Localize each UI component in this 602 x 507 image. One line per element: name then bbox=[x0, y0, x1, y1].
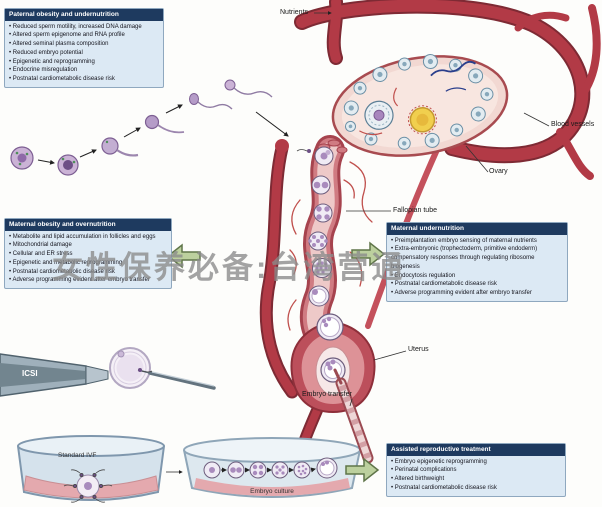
arrow-to-maternal-undernutrition-box bbox=[351, 241, 386, 267]
assisted-reproductive-box-title: Assisted reproductive treatment bbox=[387, 444, 565, 456]
assisted-reproductive-box: Assisted reproductive treatment Embryo e… bbox=[386, 443, 566, 497]
watermark-text: 女性保养必备:台湾营通 bbox=[52, 250, 406, 285]
ovary-illustration bbox=[331, 54, 509, 157]
maternal-obesity-box-items: Metabolite and lipid accumulation in fol… bbox=[5, 231, 171, 288]
maternal-undernutrition-box-items: Preimplantation embryo sensing of matern… bbox=[387, 235, 567, 301]
arrow-to-art-box bbox=[345, 457, 380, 483]
arrow-to-maternal-obesity-box bbox=[166, 243, 201, 269]
label-blood-vessels: Blood vessels bbox=[551, 121, 595, 128]
bullet-item: Postnatal cardiometabolic disease risk bbox=[391, 484, 561, 493]
bullet-item: Endocytosis regulation bbox=[391, 272, 563, 281]
intra-ovarian-vessels bbox=[359, 60, 477, 136]
label-embryo-culture: Embryo culture bbox=[250, 488, 294, 495]
bullet-item: Mitochondrial damage bbox=[9, 241, 167, 250]
maternal-obesity-box: Maternal obesity and overnutrition Metab… bbox=[4, 218, 172, 289]
label-leader-lines bbox=[166, 11, 550, 474]
bullet-item: Endocrine misregulation bbox=[9, 66, 159, 75]
bullet-item: Metabolite and lipid accumulation in fol… bbox=[9, 233, 167, 242]
dominant-follicle bbox=[364, 100, 394, 130]
label-uterus: Uterus bbox=[408, 346, 429, 353]
bullet-item: Postnatal cardiometabolic disease risk bbox=[9, 268, 167, 277]
bullet-item: Altered seminal plasma composition bbox=[9, 40, 159, 49]
label-embryo-transfer: Embryo transfer bbox=[302, 391, 352, 398]
label-nutrients: Nutrients bbox=[280, 9, 309, 16]
label-ovary: Ovary bbox=[489, 168, 508, 175]
outcome-arrows bbox=[166, 241, 386, 483]
bullet-item: Epigenetic and reprogramming bbox=[9, 58, 159, 67]
bullet-item: Reduced embryo potential bbox=[9, 49, 159, 58]
assisted-reproductive-box-items: Embryo epigenetic reprogrammingPerinatal… bbox=[387, 456, 565, 496]
bullet-item: Altered sperm epigenome and RNA profile bbox=[9, 31, 159, 40]
bullet-item: Postnatal cardiometabolic disease risk bbox=[9, 75, 159, 84]
paternal-box-title: Paternal obesity and undernutrition bbox=[5, 9, 163, 21]
bullet-item: Perinatal complications bbox=[391, 466, 561, 475]
label-fallopian-tube: Fallopian tube bbox=[393, 207, 437, 214]
maternal-undernutrition-box: Maternal undernutrition Preimplantation … bbox=[386, 222, 568, 302]
maternal-obesity-box-title: Maternal obesity and overnutrition bbox=[5, 219, 171, 231]
bullet-item: Extra-embryonic (trophectoderm, primitiv… bbox=[391, 245, 563, 271]
icsi-illustration bbox=[0, 347, 216, 397]
embryo-culture-dish bbox=[183, 437, 361, 498]
bullet-item: Adverse programming evident after embryo… bbox=[9, 276, 167, 285]
cultured-embryo-row bbox=[203, 457, 338, 479]
label-icsi: ICSI bbox=[22, 369, 38, 378]
standard-ivf-dish bbox=[17, 435, 165, 503]
corpus-luteum bbox=[407, 105, 437, 135]
paternal-box-items: Reduced sperm motility, increased DNA da… bbox=[5, 21, 163, 87]
follicles bbox=[343, 54, 494, 150]
bullet-item: Embryo epigenetic reprogramming bbox=[391, 458, 561, 467]
blood-vessel-network bbox=[259, 0, 601, 476]
sperm-around-egg bbox=[63, 469, 113, 503]
bullet-item: Epigenetic and metabolic reprogramming bbox=[9, 259, 167, 268]
bullet-item: Adverse programming evident after embryo… bbox=[391, 289, 563, 298]
maternal-undernutrition-box-title: Maternal undernutrition bbox=[387, 223, 567, 235]
bullet-item: Reduced sperm motility, increased DNA da… bbox=[9, 23, 159, 32]
paternal-box: Paternal obesity and undernutrition Redu… bbox=[4, 8, 164, 88]
embryo-transfer-catheter bbox=[333, 368, 374, 464]
bullet-item: Postnatal cardiometabolic disease risk bbox=[391, 280, 563, 289]
bullet-item: Preimplantation embryo sensing of matern… bbox=[391, 237, 563, 246]
bullet-item: Cellular and ER stress bbox=[9, 250, 167, 259]
sperm-maturation-sequence bbox=[10, 79, 289, 176]
label-standard-ivf: Standard IVF bbox=[58, 452, 97, 459]
bullet-item: Altered birthweight bbox=[391, 475, 561, 484]
